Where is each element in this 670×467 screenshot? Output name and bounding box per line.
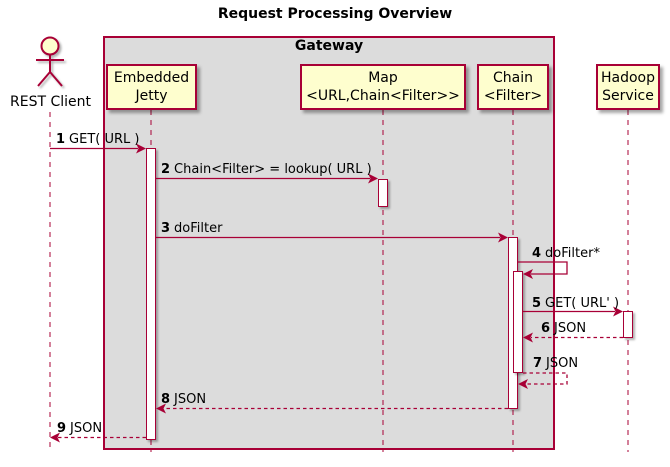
participant-chain: Chain <Filter> — [477, 64, 549, 110]
message-text: GET( URL' ) — [545, 296, 620, 311]
gateway-frame-label: Gateway — [294, 38, 364, 54]
message-text: GET( URL ) — [69, 132, 140, 147]
participant-map: Map <URL,Chain<Filter>> — [300, 64, 466, 110]
message-text: doFilter — [174, 221, 223, 236]
message-number: 6 — [541, 321, 551, 336]
participant-label: Jetty — [135, 88, 168, 104]
participant-label: Embedded — [113, 70, 190, 86]
message-number: 2 — [161, 162, 171, 177]
participant-label: <Filter> — [483, 88, 543, 104]
message-number: 5 — [532, 296, 542, 311]
message-text: Chain<Filter> = lookup( URL ) — [174, 162, 372, 177]
message-number: 1 — [56, 132, 66, 147]
participant-embedded-jetty: Embedded Jetty — [106, 64, 197, 110]
message-number: 4 — [532, 246, 542, 261]
activation-embedded-jetty — [146, 148, 156, 440]
message-number: 3 — [161, 221, 171, 236]
participant-label: Hadoop — [600, 70, 655, 86]
message-text: JSON — [174, 392, 207, 407]
participant-label: Service — [602, 88, 654, 104]
rest-client-label: REST Client — [10, 94, 91, 110]
message-text: JSON — [546, 356, 579, 371]
activation-hadoop-service — [623, 311, 633, 338]
message-text: JSON — [70, 421, 103, 436]
participant-label: Map — [368, 70, 398, 86]
activation-map — [378, 179, 388, 207]
message-number: 7 — [533, 356, 543, 371]
message-number: 9 — [57, 421, 67, 436]
message-text: JSON — [554, 321, 587, 336]
message-text: doFilter* — [545, 246, 600, 261]
rest-client-actor-icon — [36, 36, 64, 87]
participant-hadoop-service: Hadoop Service — [596, 64, 660, 110]
diagram-title: Request Processing Overview — [217, 6, 453, 22]
message-number: 8 — [161, 392, 171, 407]
activation-chain-nested — [513, 271, 523, 373]
participant-label: <URL,Chain<Filter>> — [306, 88, 460, 104]
participant-label: Chain — [493, 70, 533, 86]
